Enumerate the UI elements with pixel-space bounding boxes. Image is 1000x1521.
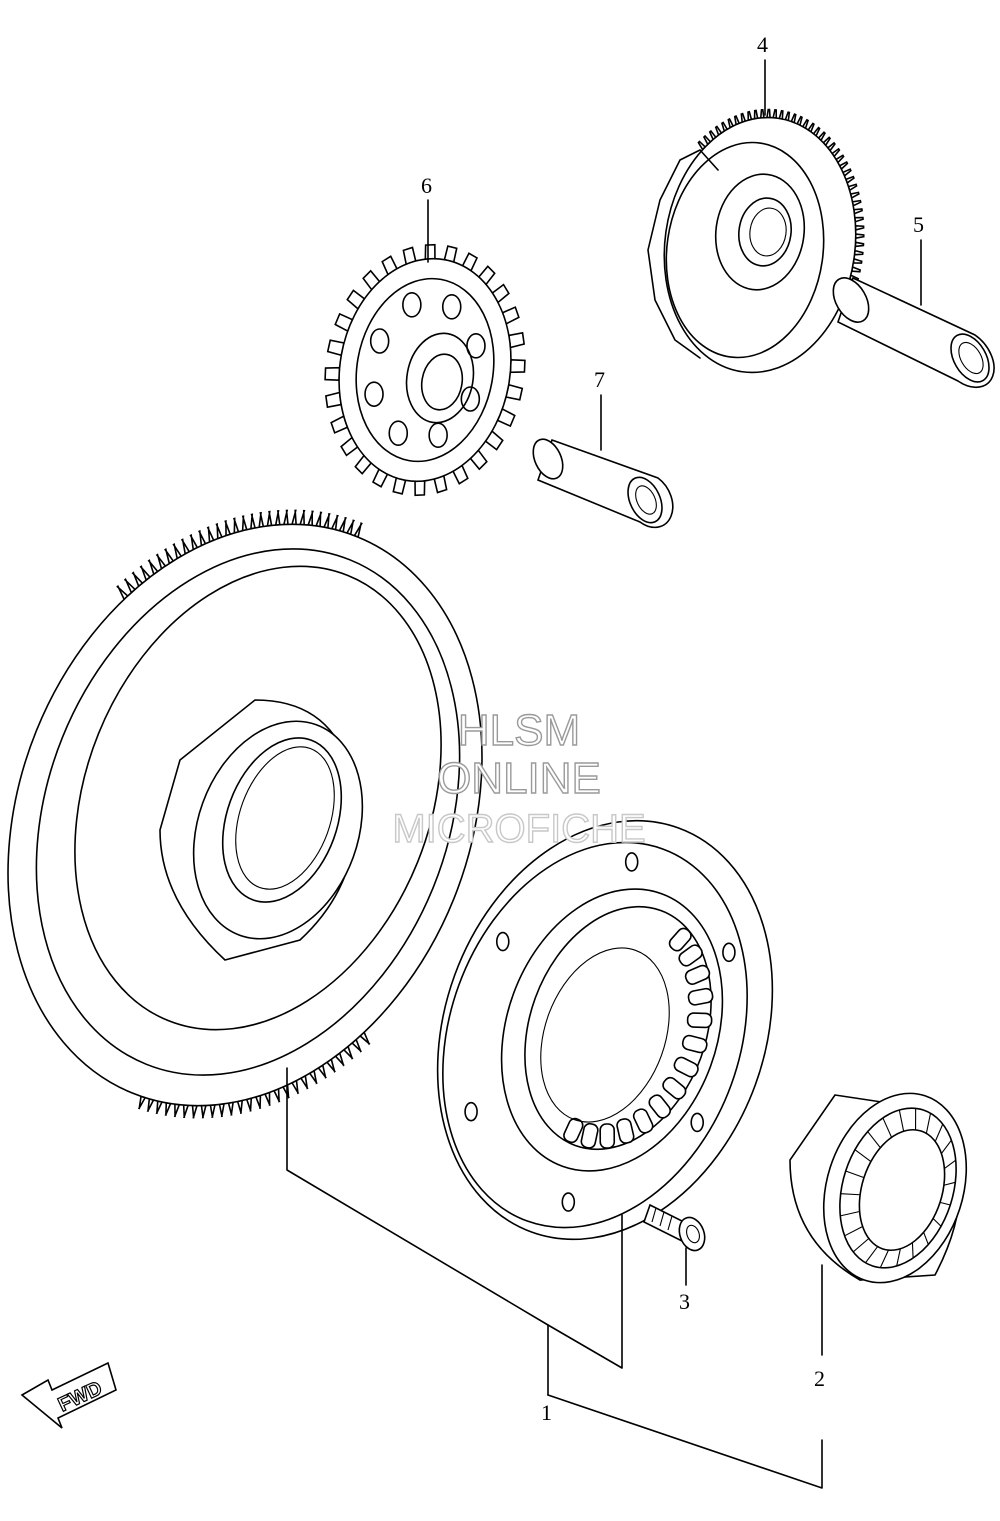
callout-5[interactable]: 5 [913,212,924,237]
part-7-shaft[interactable] [527,434,674,529]
callout-1[interactable]: 1 [541,1400,552,1425]
part-5-shaft[interactable] [826,272,997,389]
part-6-lightening-holes [364,292,486,448]
part-1-starter-gear[interactable] [0,453,566,1178]
fwd-direction-badge: FWD [20,1361,117,1429]
watermark-line-1: HLSM [458,706,580,755]
leader-lines [286,59,922,1489]
callout-4[interactable]: 4 [757,32,768,57]
part-6-gear[interactable] [322,243,528,497]
part-1-clutch-rollers [563,927,714,1149]
watermark: HLSM ONLINE MICROFICHE [392,705,647,851]
part-2-bearing[interactable] [789,1075,990,1302]
callout-6[interactable]: 6 [421,173,432,198]
callouts: 4 5 6 7 3 1 2 [421,32,924,1425]
part-1-clutch-housing[interactable] [381,773,829,1287]
callout-7[interactable]: 7 [594,367,605,392]
part-4-gear[interactable] [647,105,872,385]
watermark-line-3: MICROFICHE [392,807,645,851]
watermark-line-2: ONLINE [437,754,601,803]
callout-2[interactable]: 2 [814,1366,825,1391]
part-2-needle-rollers [840,1108,957,1268]
arrow-down-left-icon [20,1361,117,1429]
callout-3[interactable]: 3 [679,1289,690,1314]
part-3-bolt[interactable] [643,1203,709,1254]
part-1-bolt-holes [464,852,736,1212]
